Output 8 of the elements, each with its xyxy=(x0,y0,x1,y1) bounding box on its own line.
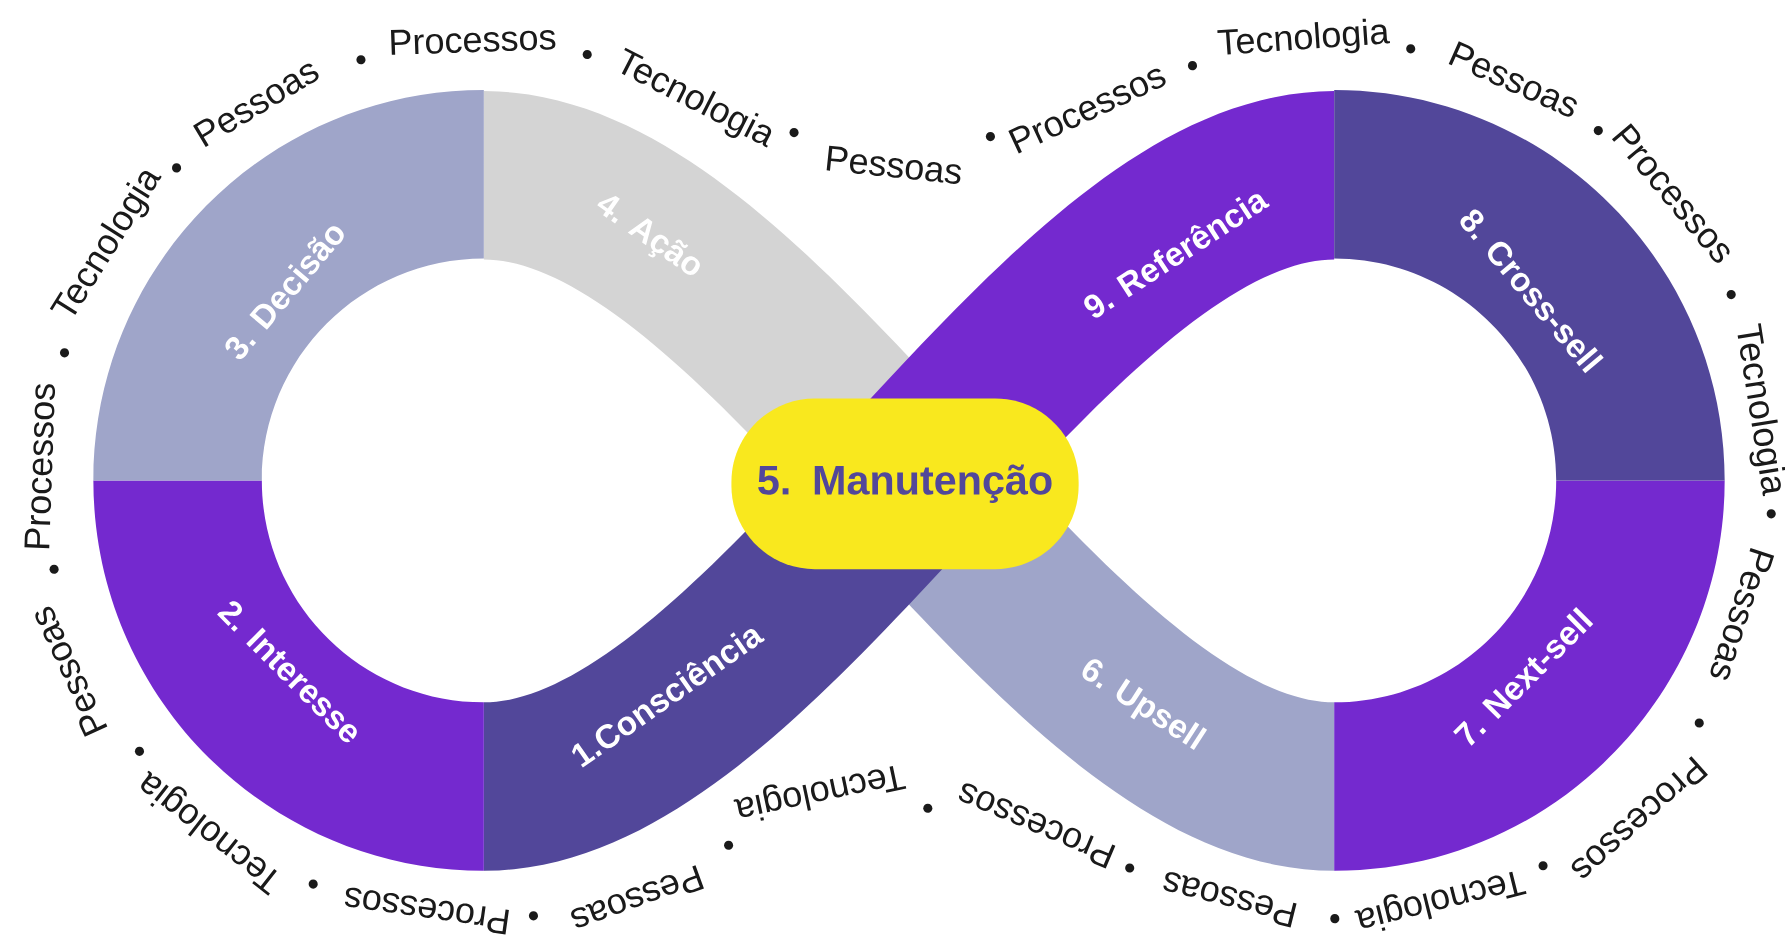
ring-text: Processos xyxy=(24,384,56,549)
ring-text: Processos xyxy=(390,29,556,55)
ring-text: Tecnologia xyxy=(1354,871,1527,931)
ring-text: Tecnologia xyxy=(1737,323,1785,497)
ring-text: Pessoas xyxy=(1163,872,1297,928)
center-pill: 5. Manutenção xyxy=(731,398,1079,570)
ring-text: Tecnologia xyxy=(1217,18,1390,55)
ring-text: Processos xyxy=(344,887,509,935)
